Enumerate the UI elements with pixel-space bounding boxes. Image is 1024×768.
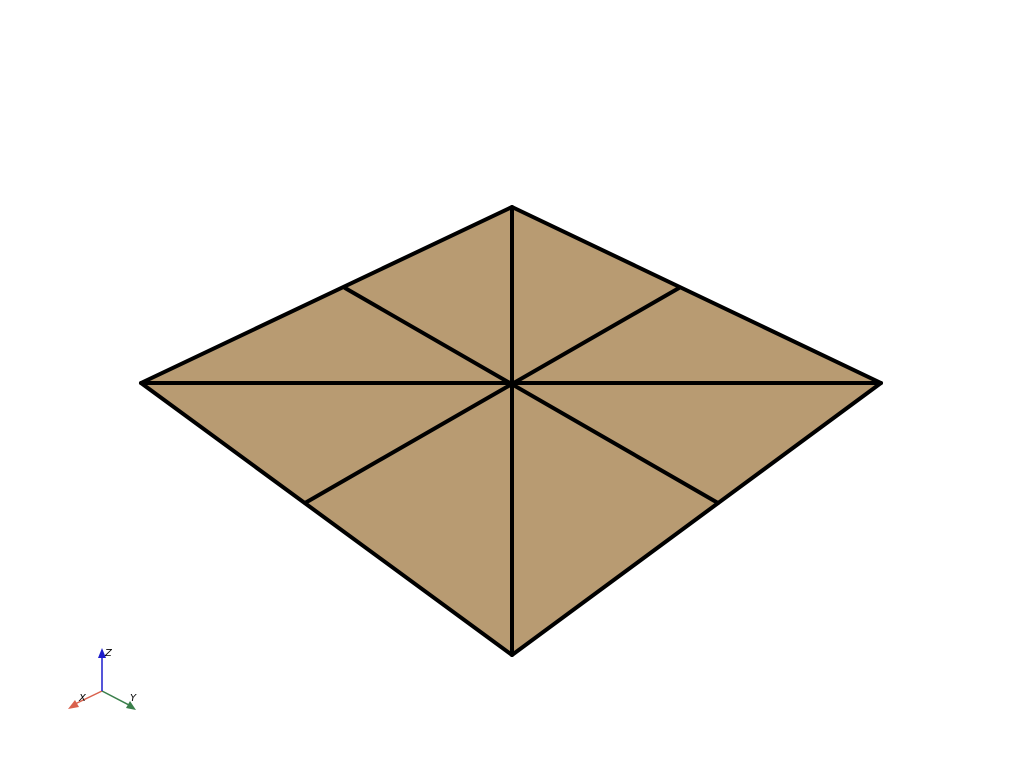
mesh-faces: [141, 207, 881, 655]
mesh-edges: [139, 205, 883, 657]
mesh-face: [141, 383, 512, 503]
mesh-face: [512, 288, 881, 383]
mesh-edge-diagonal-b: [303, 286, 681, 505]
mesh-face: [305, 383, 512, 655]
y-axis: Y: [101, 690, 137, 710]
mesh-face: [345, 207, 512, 383]
z-axis-label: Z: [104, 648, 113, 659]
mesh-edge-diagonal-a: [343, 286, 720, 505]
mesh-face: [512, 383, 881, 503]
y-axis-label: Y: [130, 693, 137, 704]
x-axis: X: [68, 690, 103, 709]
mesh-face: [141, 288, 512, 383]
z-axis: Z: [98, 648, 113, 691]
orientation-axes-widget: X Y Z: [68, 648, 137, 710]
x-axis-label: X: [78, 693, 87, 704]
mesh-face: [512, 383, 718, 655]
mesh-face: [512, 207, 679, 383]
